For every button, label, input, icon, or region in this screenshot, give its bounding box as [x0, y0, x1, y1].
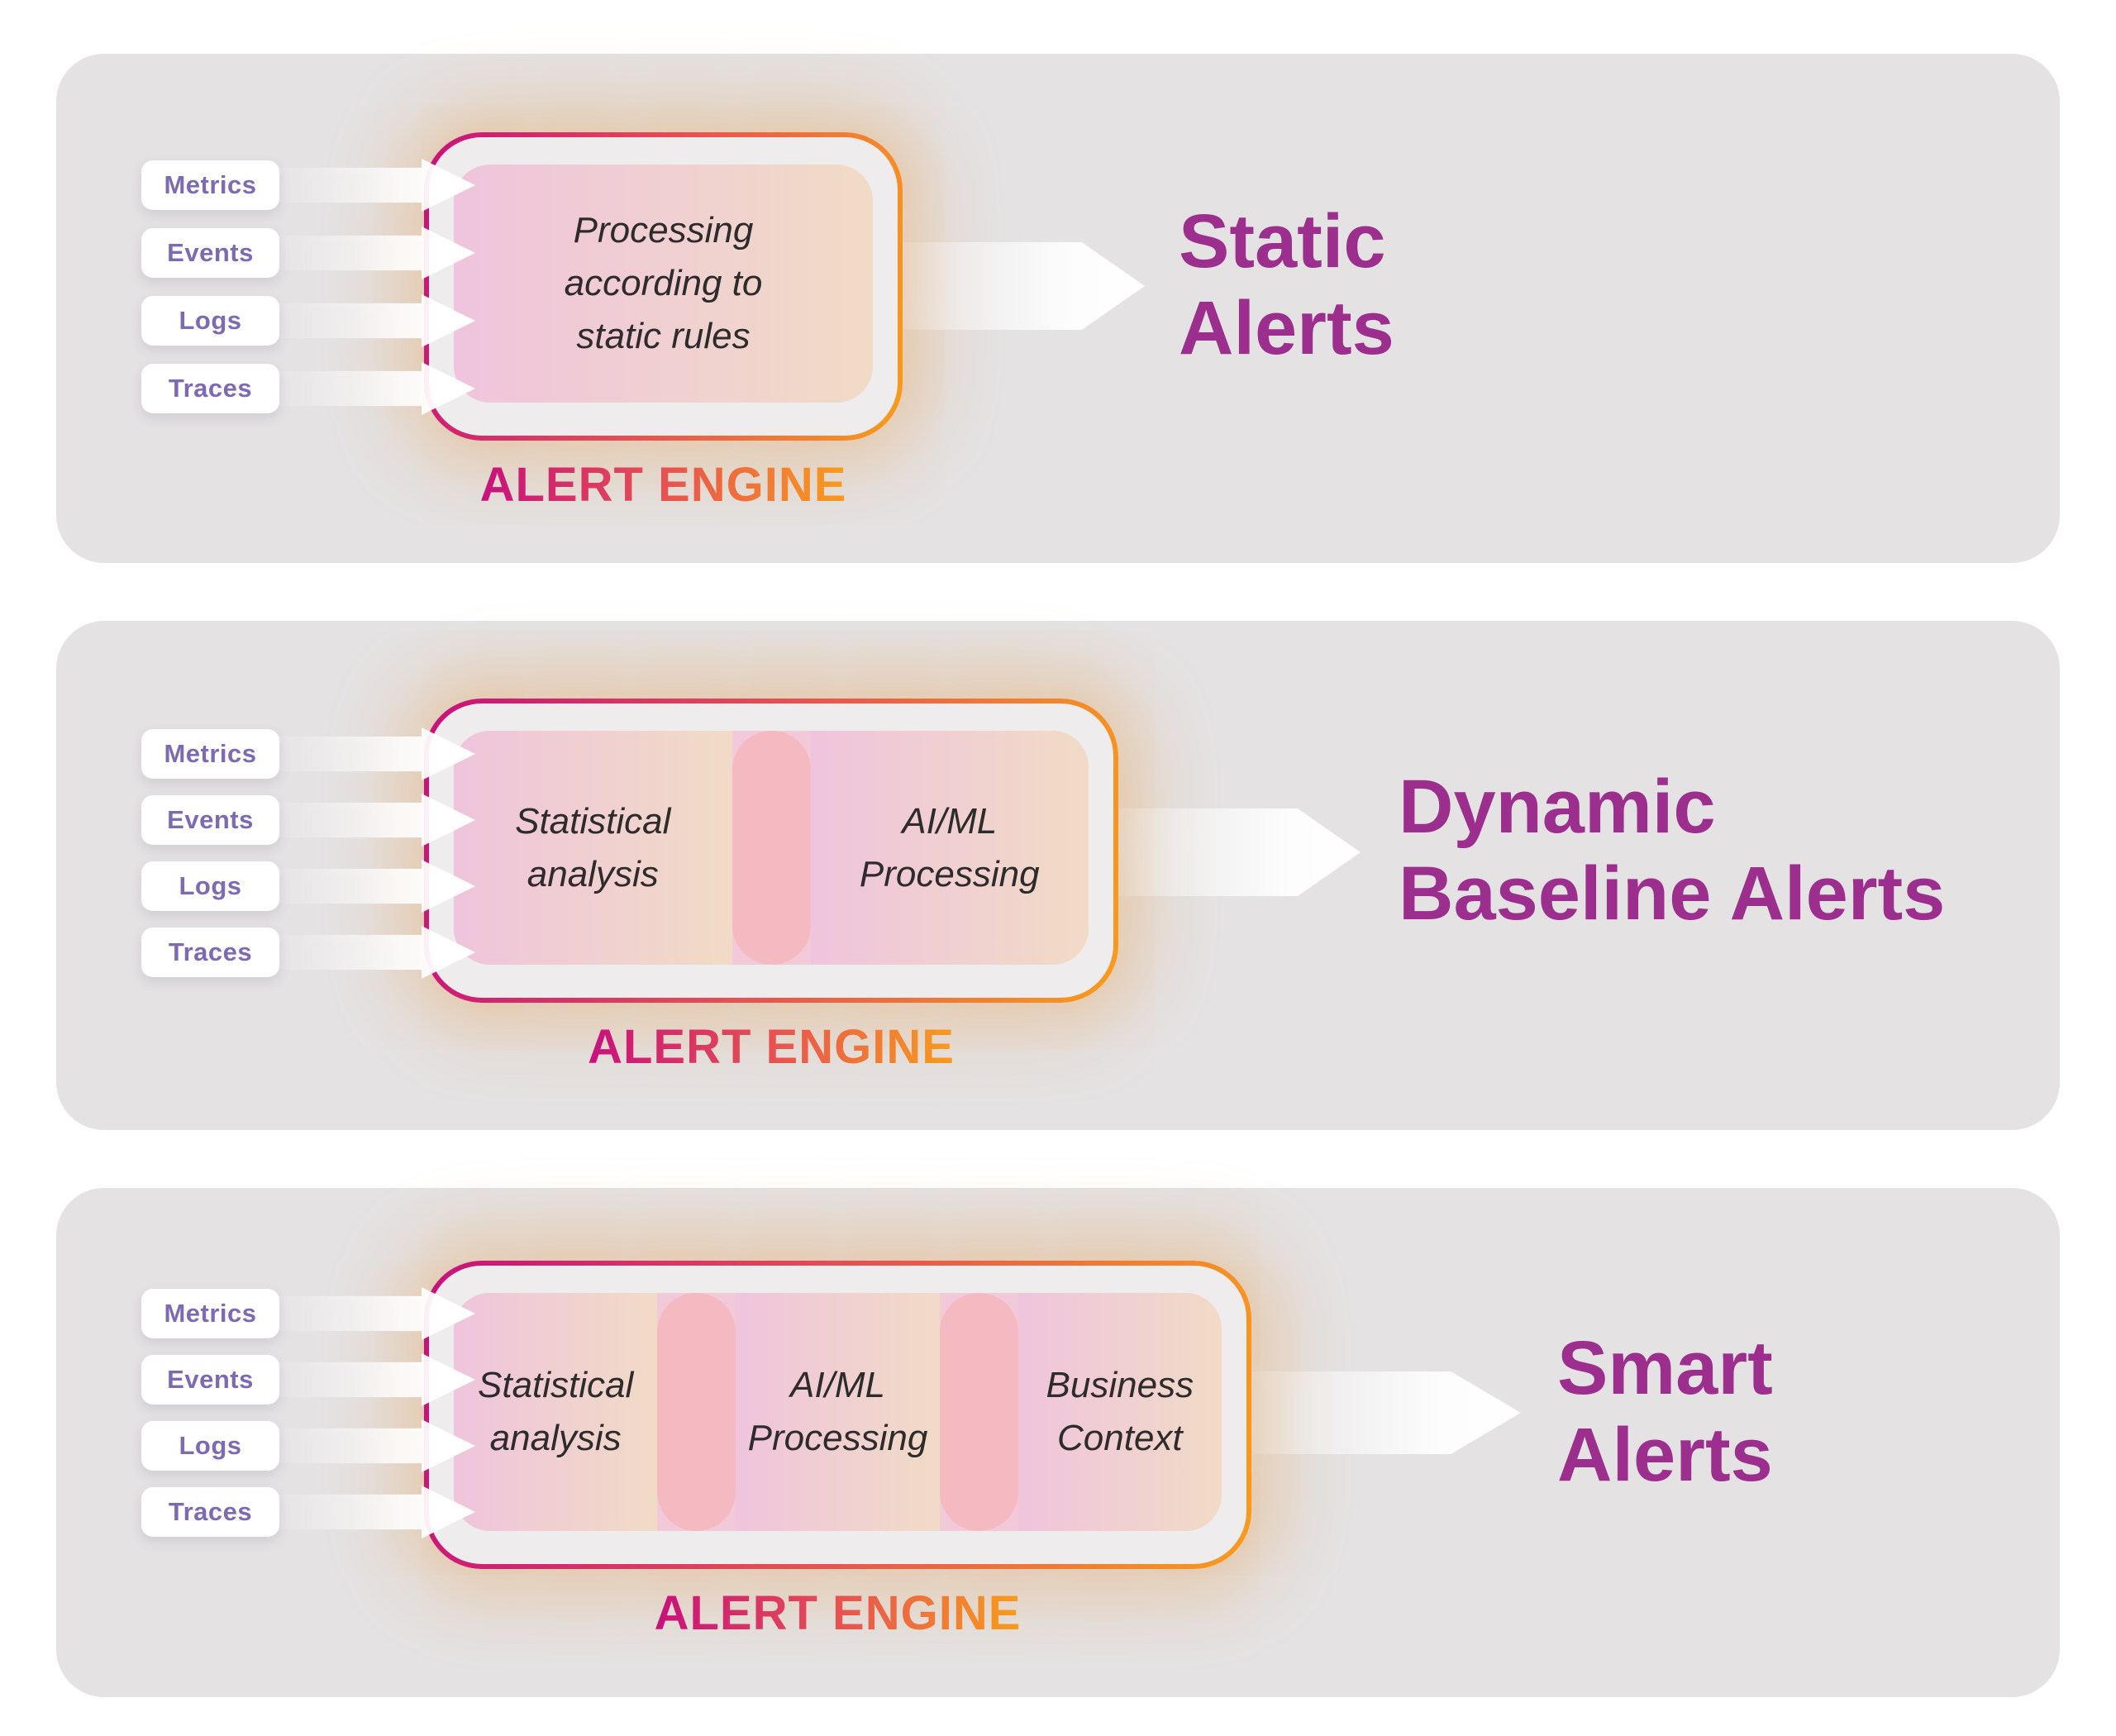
- output-arrow-icon: [1251, 1371, 1521, 1454]
- section-divider: [939, 1293, 1018, 1531]
- output-title-dynamic-baseline-alerts: Dynamic Baseline Alerts: [1399, 765, 1946, 936]
- alert-engine-interior: Statistical analysis AI/ML Processing: [429, 703, 1113, 998]
- input-pill-logs: Logs: [141, 1421, 279, 1471]
- alert-engine-label: ALERT ENGINE: [654, 1586, 1022, 1640]
- engine-section-ai-ml-processing: AI/ML Processing: [736, 1293, 940, 1531]
- input-pill-traces: Traces: [141, 928, 279, 977]
- section-divider: [657, 1293, 736, 1531]
- panel-static-alerts: Metrics Events Logs Traces Processing ac…: [56, 54, 2060, 563]
- panel-smart-alerts: Metrics Events Logs Traces Statistical a…: [56, 1188, 2060, 1697]
- output-title-smart-alerts: Smart Alerts: [1557, 1326, 1773, 1497]
- alert-engine-label: ALERT ENGINE: [479, 458, 847, 512]
- input-pill-logs: Logs: [141, 861, 279, 911]
- alert-engine-box: Processing according to static rules ALE…: [424, 132, 903, 512]
- alert-engine-interior: Statistical analysis AI/ML Processing Bu…: [429, 1266, 1246, 1564]
- output-title-static-alerts: Static Alerts: [1179, 199, 1394, 370]
- section-divider: [732, 731, 811, 965]
- input-pill-metrics: Metrics: [141, 1289, 279, 1338]
- engine-section-statistical-analysis: Statistical analysis: [454, 731, 732, 965]
- alert-engine-box: Statistical analysis AI/ML Processing AL…: [424, 699, 1118, 1074]
- output-arrow-icon: [903, 242, 1145, 330]
- alert-engine-interior: Processing according to static rules: [429, 137, 898, 436]
- engine-section-ai-ml-processing: AI/ML Processing: [810, 731, 1089, 965]
- input-pill-traces: Traces: [141, 1487, 279, 1537]
- engine-section-static-rules: Processing according to static rules: [454, 165, 873, 403]
- input-pill-logs: Logs: [141, 296, 279, 346]
- input-pill-metrics: Metrics: [141, 160, 279, 210]
- input-pill-metrics: Metrics: [141, 729, 279, 779]
- input-pill-traces: Traces: [141, 364, 279, 413]
- engine-section-statistical-analysis: Statistical analysis: [454, 1293, 658, 1531]
- input-pill-events: Events: [141, 228, 279, 278]
- output-arrow-icon: [1118, 808, 1361, 896]
- alert-engine-box: Statistical analysis AI/ML Processing Bu…: [424, 1261, 1251, 1640]
- panel-dynamic-baseline-alerts: Metrics Events Logs Traces Statistical a…: [56, 621, 2060, 1130]
- input-pill-events: Events: [141, 1355, 279, 1405]
- alert-engine-label: ALERT ENGINE: [588, 1020, 955, 1074]
- engine-section-business-context: Business Context: [1017, 1293, 1222, 1531]
- input-pill-events: Events: [141, 795, 279, 845]
